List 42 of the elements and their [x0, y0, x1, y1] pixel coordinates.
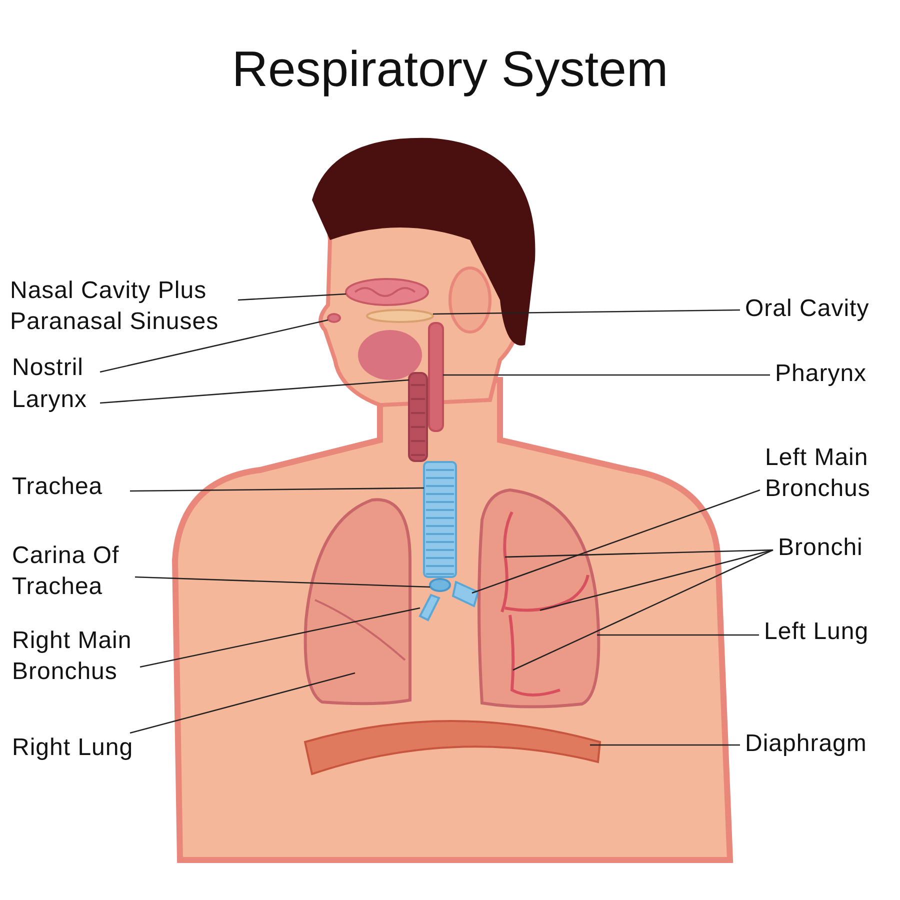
part-label: Oral Cavity [745, 294, 870, 324]
leader-line [540, 549, 774, 611]
part-label: Bronchi [778, 533, 864, 563]
part-label: Left Lung [764, 617, 870, 647]
right-main-bronchus [418, 594, 440, 622]
leader-line [597, 634, 759, 636]
leader-line [472, 489, 760, 594]
leader-line [130, 672, 356, 734]
leader-line [512, 549, 774, 671]
part-label: Right Lung [12, 733, 134, 763]
diagram-title: Respiratory System [230, 40, 670, 98]
leader-line [504, 549, 774, 558]
nostril [327, 313, 341, 323]
leader-line [100, 379, 410, 404]
part-label: Carina Of Trachea [12, 541, 120, 602]
bronchus-branch [508, 614, 560, 696]
leader-line [238, 293, 346, 301]
leader-line [130, 487, 424, 492]
lung [304, 498, 412, 706]
leader-line [100, 319, 328, 373]
part-label: Right Main Bronchus [12, 626, 133, 687]
bronchus-branch [504, 574, 590, 612]
bronchus-branch [500, 511, 514, 612]
leader-line [590, 744, 740, 746]
part-label: Left Main Bronchus [765, 443, 872, 504]
pharynx [428, 322, 444, 432]
leader-line [140, 607, 420, 668]
part-label: Larynx [12, 385, 88, 415]
carina [429, 578, 451, 592]
trachea [423, 461, 457, 578]
nasal-cavity [345, 278, 429, 306]
leader-line [134, 576, 430, 588]
larynx [408, 372, 428, 462]
part-label: Nasal Cavity Plus Paranasal Sinuses [10, 276, 220, 337]
part-label: Trachea [12, 472, 104, 502]
leader-line [433, 309, 740, 315]
part-label: Pharynx [775, 359, 868, 389]
part-label: Diaphragm [745, 729, 868, 759]
part-label: Nostril [12, 353, 85, 383]
left-main-bronchus [452, 580, 480, 608]
leader-line [443, 374, 770, 376]
diaphragm [304, 720, 601, 775]
